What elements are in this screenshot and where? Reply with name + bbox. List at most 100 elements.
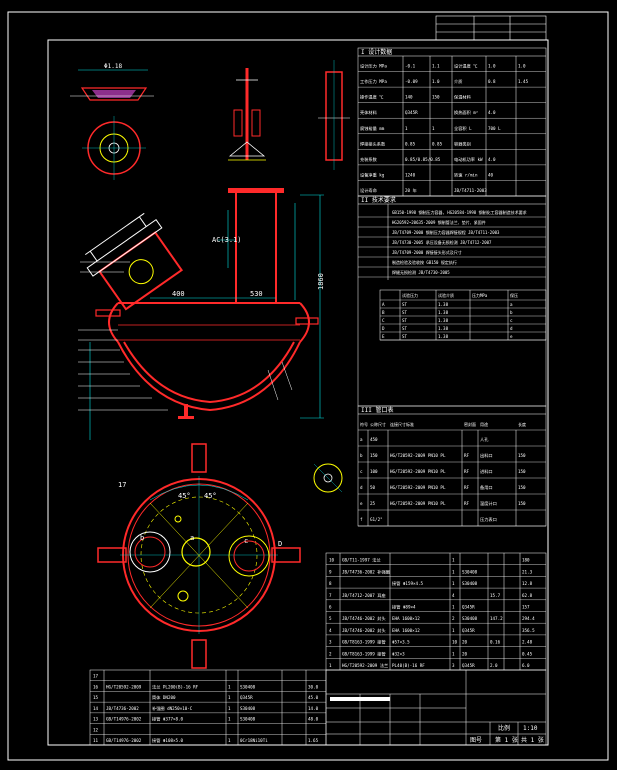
design-cell: 设计温度 ℃ bbox=[454, 63, 477, 70]
nozzle-cell: a bbox=[360, 437, 363, 442]
bom-cell: JB/T4746-2002 封头 bbox=[342, 615, 386, 622]
nozzle-header: 长度 bbox=[518, 421, 526, 427]
nozzle-cell: 人孔 bbox=[480, 436, 489, 443]
test-header: 保压 bbox=[510, 292, 518, 298]
detail-flange-plan bbox=[82, 116, 146, 180]
design-cell: 操作温度 ℃ bbox=[360, 94, 383, 101]
test-cell: c bbox=[510, 318, 513, 323]
bom-cell: 17 bbox=[93, 674, 99, 679]
bom-cell: 接管 Φ377×8.0 bbox=[152, 716, 184, 723]
outer-border bbox=[7, 11, 609, 761]
dim-height: 1860 bbox=[317, 273, 325, 290]
test-cell: d bbox=[510, 326, 513, 331]
bom-cell: S30408 bbox=[240, 684, 256, 689]
bom-cell: JB/T4736-2002 补强圈 bbox=[342, 568, 390, 575]
test-cell: A bbox=[382, 302, 385, 307]
bom-cell: 1 bbox=[452, 605, 455, 610]
design-cell: 4.0 bbox=[488, 110, 496, 115]
right-leaders bbox=[267, 361, 293, 401]
test-cell: e bbox=[510, 334, 513, 339]
nozzle-header: 密封面 bbox=[464, 421, 476, 427]
test-cell: ST bbox=[402, 310, 408, 315]
bom-cell: 45.0 bbox=[308, 695, 319, 700]
design-cell: 700 L bbox=[488, 126, 501, 131]
angle-label-1: 45° bbox=[178, 492, 191, 500]
bom-cell: 9 bbox=[329, 569, 332, 574]
bom-cell: Q345R bbox=[462, 628, 475, 633]
bom-cell: JB/T4712-2007 耳座 bbox=[342, 592, 386, 599]
bom-cell: 3 bbox=[452, 663, 455, 668]
nozzle-cell: 150 bbox=[518, 453, 526, 458]
design-cell: 1.0 bbox=[432, 79, 440, 84]
drawing-no-label: 图号 bbox=[470, 737, 482, 744]
bottom-outlet bbox=[184, 404, 188, 418]
nozzle-cell: RF bbox=[464, 501, 470, 506]
bom-cell: S30408 bbox=[240, 717, 256, 722]
nozzle-label-c: c bbox=[244, 537, 248, 545]
design-cell: 换热面积 m² bbox=[454, 109, 478, 116]
vessel-main-view: 1860 AC(3.1) 400 530 bbox=[78, 188, 325, 440]
bom-cell: 14.0 bbox=[308, 706, 319, 711]
bom-cell: 2.0 bbox=[490, 663, 498, 668]
bom-cell: 10 bbox=[329, 558, 335, 563]
nozzle-label-b: b bbox=[140, 534, 144, 542]
design-cell: 电动机功率 kW bbox=[454, 156, 483, 163]
bom-cell: 1 bbox=[228, 738, 231, 743]
nozzle-cell: 压力表口 bbox=[480, 516, 497, 523]
item-17-label: 17 bbox=[118, 481, 126, 489]
tech-line: JB/T4709-2000 钢制压力容器焊接规程 JB/T4711-2003 bbox=[392, 229, 500, 235]
design-cell: 充装系数 bbox=[360, 156, 378, 163]
design-cell: 1.1 bbox=[432, 64, 440, 69]
design-cell: JB/T4711-2003 bbox=[454, 188, 487, 193]
bom-cell: GB/T8163-1999 接管 bbox=[342, 650, 386, 657]
bom-cell: 1.65 bbox=[308, 738, 319, 743]
bom-cell: 2 bbox=[329, 651, 332, 656]
nozzle-cell: G1/2" bbox=[370, 517, 383, 522]
tech-line: HG20592~20635-2009 钢制管法兰、垫片、紧固件 bbox=[392, 219, 486, 225]
test-cell: E bbox=[382, 334, 385, 339]
bom-cell: GB/T14976-2002 bbox=[106, 738, 142, 743]
nozzle-cell: 备用口 bbox=[480, 484, 493, 491]
title-bar bbox=[330, 697, 390, 701]
bom-cell: HG/T20592-2009 bbox=[106, 684, 142, 689]
test-header: 试验介质 bbox=[438, 292, 454, 298]
bom-cell: 1 bbox=[452, 628, 455, 633]
total-label: 共 1 张 bbox=[521, 736, 544, 744]
nozzle-cell: c bbox=[360, 469, 363, 474]
view-label-d: D bbox=[278, 540, 282, 548]
design-cell: 容器类别 bbox=[454, 140, 471, 147]
bom-cell: 48.0 bbox=[308, 717, 319, 722]
bom-cell: 1 bbox=[228, 717, 231, 722]
support-lug-right bbox=[295, 317, 319, 325]
bom-cell: 15 bbox=[93, 695, 99, 700]
nozzle-cell: 150 bbox=[370, 453, 378, 458]
design-cell: 1.0 bbox=[518, 64, 526, 69]
bom-cell: 5 bbox=[329, 616, 332, 621]
design-title: I 设计数据 bbox=[361, 48, 392, 56]
test-header: 试验压力 bbox=[402, 292, 418, 298]
bom-cell: 8 bbox=[329, 581, 332, 586]
bom-cell: 4 bbox=[452, 593, 455, 598]
nozzle-cell: d bbox=[360, 485, 363, 490]
bom-cell: 1 bbox=[452, 558, 455, 563]
bom-cell: 2 bbox=[452, 616, 455, 621]
tech-line: JB/T4709-2000 焊接接头形式及尺寸 bbox=[392, 249, 462, 255]
title-block-grid bbox=[325, 669, 547, 746]
bom-cell: S30408 bbox=[462, 581, 478, 586]
bom-cell: 10 bbox=[452, 640, 458, 645]
bom-cell: 356.5 bbox=[522, 628, 535, 633]
nozzle-title: III 管口表 bbox=[361, 406, 393, 414]
tech-line: 制造检验及验收按 GB150 规定执行 bbox=[392, 259, 457, 265]
test-cell: a bbox=[510, 302, 513, 307]
bom-cell: 1 bbox=[228, 706, 231, 711]
bom-cell: 接管 Φ108×5.0 bbox=[152, 737, 184, 744]
nozzle-label-a: a bbox=[190, 534, 194, 542]
bom-cell: 294.4 bbox=[522, 616, 535, 621]
bom-cell: 157 bbox=[522, 605, 530, 610]
design-cell: -0.09 bbox=[405, 79, 418, 84]
nozzle-header: 公称尺寸 bbox=[370, 421, 386, 427]
design-cell: 150 bbox=[432, 95, 440, 100]
nozzle-cell: 25 bbox=[370, 501, 376, 506]
